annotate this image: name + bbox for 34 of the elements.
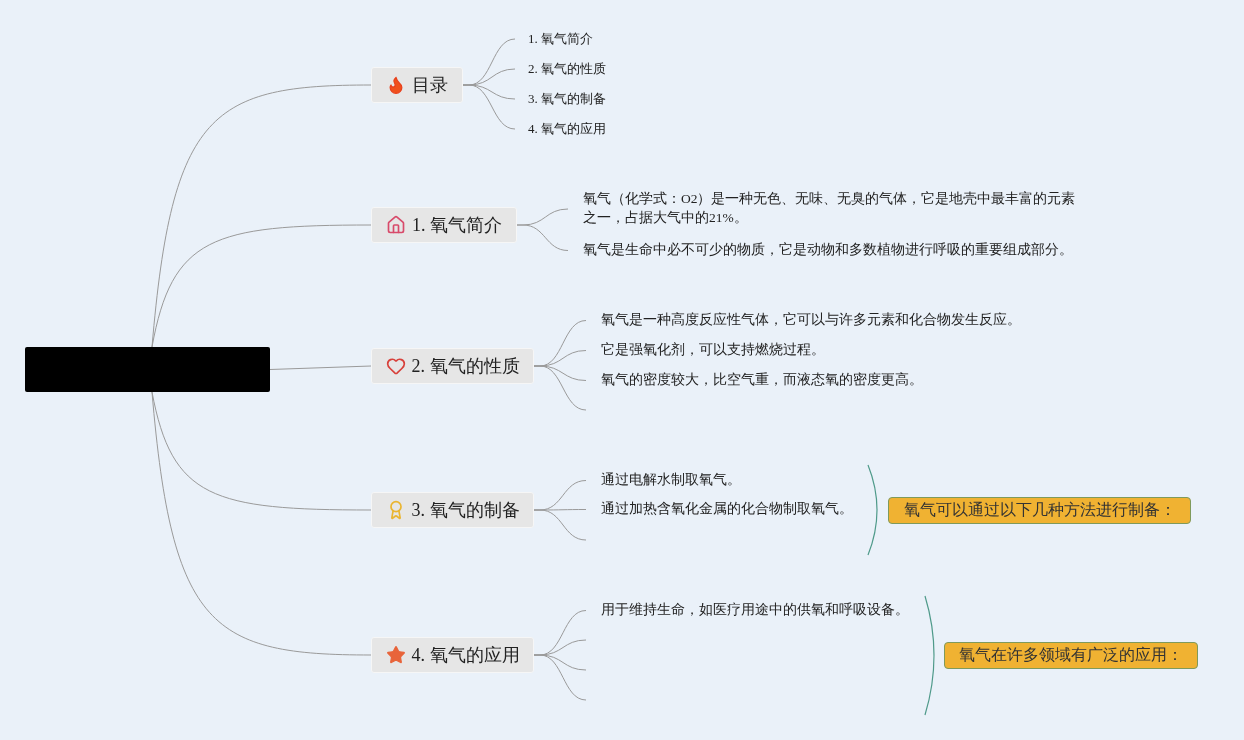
summary-box: 氧气可以通过以下几种方法进行制备： xyxy=(888,497,1191,524)
branch-text: 氧气是一种高度反应性气体，它可以与许多元素和化合物发生反应。 xyxy=(586,311,1046,330)
branch-text: 1. 氧气简介 xyxy=(515,30,655,49)
branch-text: 3. 氧气的制备 xyxy=(515,90,655,109)
topic-box xyxy=(371,492,534,528)
topic-label: 目录 xyxy=(412,74,448,97)
branch-text: 通过电解水制取氧气。 xyxy=(586,471,861,490)
branch-text: 通过加热含氧化金属的化合物制取氧气。 xyxy=(586,500,861,519)
summary-box: 氧气在许多领域有广泛的应用： xyxy=(944,642,1198,669)
root-box xyxy=(25,347,270,392)
branch-text: 它是强氧化剂，可以支持燃烧过程。 xyxy=(586,341,1046,360)
branch-line xyxy=(533,365,587,411)
topic-box xyxy=(371,637,534,673)
branch-line xyxy=(533,654,587,701)
branch-line xyxy=(151,224,372,348)
topic-label: 1. 氧气简介 xyxy=(412,214,502,237)
branch-line xyxy=(151,391,372,656)
branch-text: 2. 氧气的性质 xyxy=(515,60,655,79)
topic-label: 2. 氧气的性质 xyxy=(411,355,520,378)
topic-box xyxy=(371,348,534,384)
topic-label: 4. 氧气的应用 xyxy=(411,644,520,667)
branch-line xyxy=(151,84,372,348)
topic-box xyxy=(371,67,463,103)
topic-label: 3. 氧气的制备 xyxy=(411,499,520,522)
branch-line xyxy=(533,509,587,541)
branch-text: 4. 氧气的应用 xyxy=(515,120,655,139)
branch-line xyxy=(516,224,569,251)
branch-text: 用于维持生命，如医疗用途中的供氧和呼吸设备。 xyxy=(586,601,916,620)
branch-text: 氧气（化学式：O2）是一种无色、无味、无臭的气体，它是地壳中最丰富的元素之一，占据大气中的21%。 xyxy=(568,190,1083,228)
branch-text: 氧气是生命中必不可少的物质，它是动物和多数植物进行呼吸的重要组成部分。 xyxy=(568,241,1093,260)
topic-box xyxy=(371,207,517,243)
branch-line xyxy=(462,84,516,130)
branch-line xyxy=(269,365,372,370)
branch-text: 氧气的密度较大，比空气重，而液态氧的密度更高。 xyxy=(586,371,1046,390)
